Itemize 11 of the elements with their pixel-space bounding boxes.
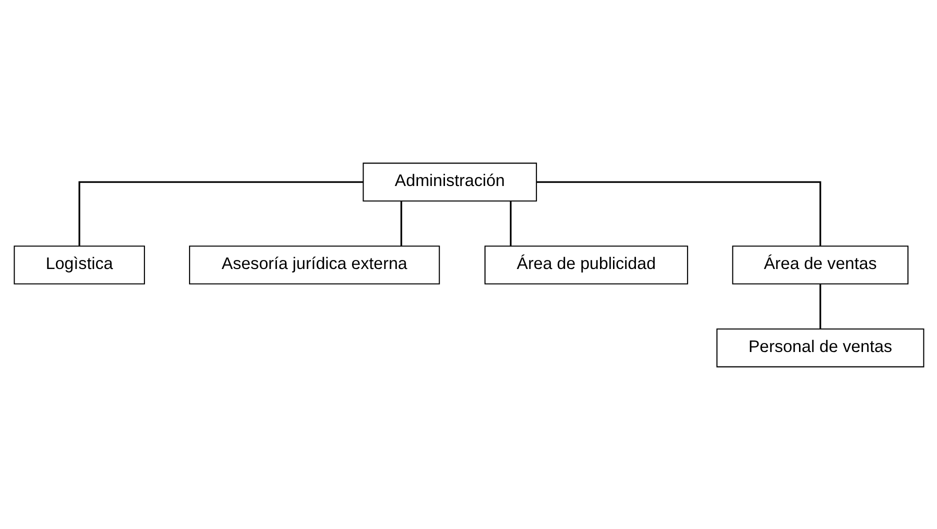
connector xyxy=(509,200,512,246)
node-box: Área de ventas xyxy=(732,245,908,284)
node-box: Logìstica xyxy=(13,245,144,284)
node-box: Área de publicidad xyxy=(484,245,688,284)
node-box: Asesoría jurídica externa xyxy=(188,245,440,284)
connector xyxy=(78,180,362,246)
connector xyxy=(536,180,821,246)
node-box: Administración xyxy=(362,162,536,201)
connector xyxy=(400,200,402,246)
node-box: Personal de ventas xyxy=(716,328,924,367)
connector xyxy=(818,284,821,328)
